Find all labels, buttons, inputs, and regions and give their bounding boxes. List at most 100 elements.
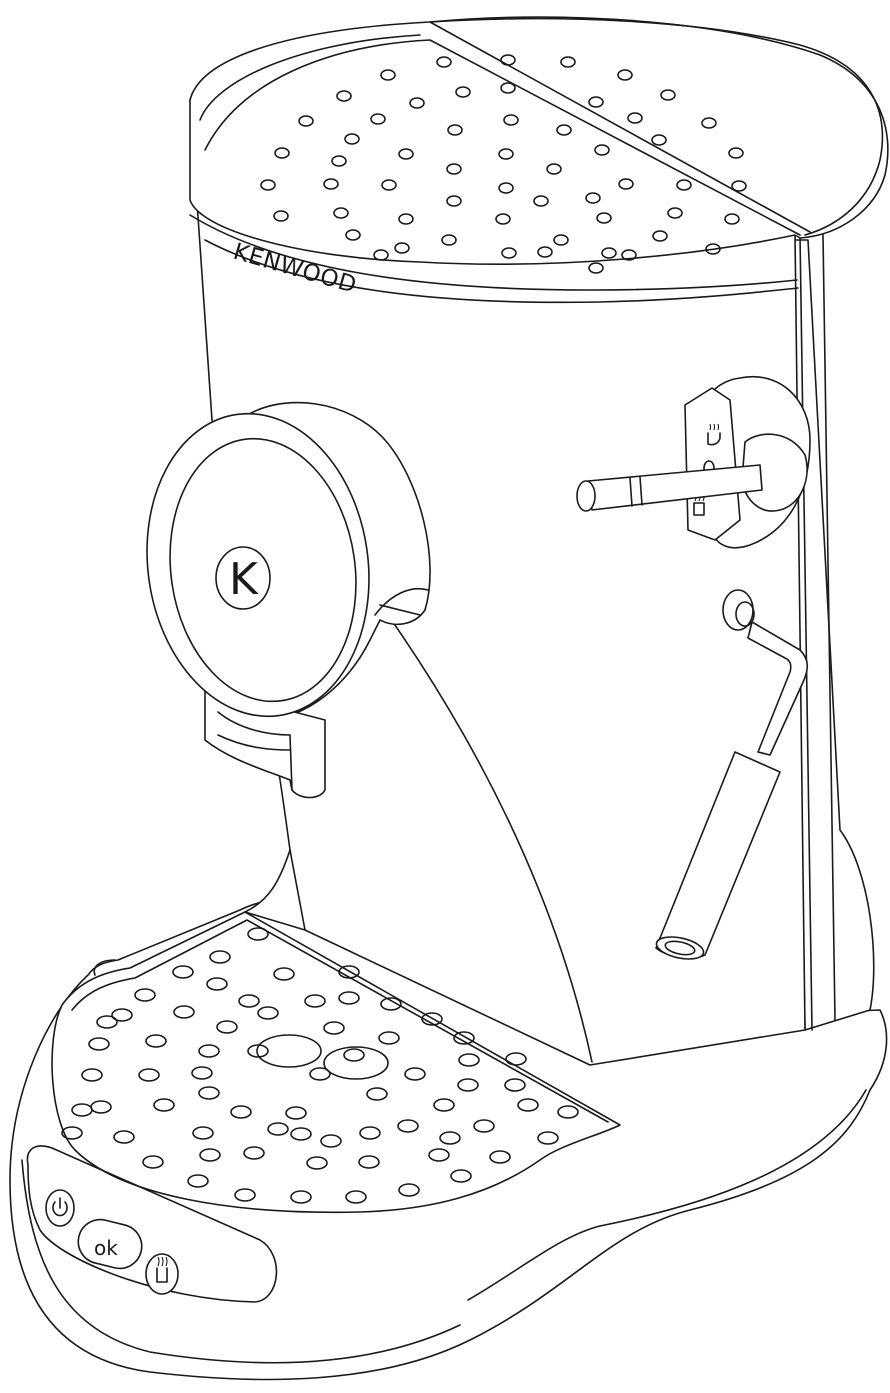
lid-hole <box>373 249 389 261</box>
lid-hole <box>455 86 471 98</box>
drip-tray-hole <box>206 977 228 991</box>
lid-hole <box>731 180 747 192</box>
steam-button[interactable] <box>145 1253 179 1295</box>
lid-hole <box>500 82 516 94</box>
drip-tray-hole <box>172 965 194 979</box>
lid-hole <box>336 90 352 102</box>
lid-hole <box>724 213 740 225</box>
lid-hole <box>728 147 744 159</box>
lid-hole <box>588 262 604 274</box>
drip-tray-hole <box>191 1066 213 1080</box>
brand-logo: K <box>215 546 271 610</box>
brew-head: K <box>146 401 431 799</box>
drip-tray-hole <box>398 1183 420 1197</box>
lid-hole <box>596 212 612 224</box>
ok-button-label: ok <box>94 1236 118 1260</box>
lid-hole <box>588 96 604 108</box>
lid-hole <box>560 56 576 68</box>
lid-hole <box>446 163 462 175</box>
top-lid <box>189 16 889 265</box>
drip-tray-hole <box>428 1148 450 1162</box>
lid-hole <box>501 247 517 259</box>
drip-tray-hole <box>230 1105 252 1119</box>
lid-hole <box>409 97 425 109</box>
drip-tray-hole <box>243 1146 265 1160</box>
lid-holes <box>260 54 747 274</box>
drip-tray-hole <box>111 1008 133 1022</box>
drip-tray-hole <box>192 1126 214 1140</box>
drip-tray-hole <box>234 1188 256 1202</box>
lid-hole <box>667 207 683 219</box>
lid-hole <box>553 234 569 246</box>
lid-hole <box>333 207 349 219</box>
drip-tray-hole <box>359 1126 381 1140</box>
drip-tray-hole <box>198 1044 220 1058</box>
drip-tray-hole <box>96 1015 118 1029</box>
steam-wand[interactable] <box>654 589 809 963</box>
drip-tray-hole <box>537 1131 559 1145</box>
lid-hole <box>441 234 457 246</box>
drip-tray-hole <box>113 1130 135 1144</box>
lid-hole <box>618 178 634 190</box>
drip-tray-hole <box>153 1098 175 1112</box>
drip-tray-hole <box>247 1044 269 1058</box>
drip-tray-hole <box>71 1103 93 1117</box>
drip-tray-hole <box>306 1156 328 1170</box>
drip-tray-hole <box>345 1190 367 1204</box>
lid-hole <box>370 113 386 125</box>
lid-hole <box>398 213 414 225</box>
drip-tray-hole <box>450 1169 472 1183</box>
lid-hole <box>537 246 553 258</box>
lid-hole <box>503 114 519 126</box>
lid-hole <box>601 247 617 259</box>
machine-base <box>9 891 888 1381</box>
drip-tray-hole <box>309 1067 331 1081</box>
lid-hole <box>298 115 314 127</box>
drip-tray-hole <box>134 988 156 1002</box>
lid-hole <box>627 112 643 124</box>
drip-tray-holes <box>61 927 579 1204</box>
lid-hole <box>323 178 339 190</box>
drip-tray-hole <box>421 1012 443 1026</box>
drip-tray-hole <box>453 1031 475 1045</box>
lid-hole <box>676 179 692 191</box>
lid-hole <box>585 192 601 204</box>
drip-tray-hole <box>238 994 260 1008</box>
drip-tray-drains <box>256 1034 389 1080</box>
drip-tray-hole <box>88 1037 110 1051</box>
power-icon <box>52 1197 68 1217</box>
drip-tray-hole <box>504 1078 526 1092</box>
lid-hole <box>498 182 514 194</box>
drip-tray-hole <box>216 1020 238 1034</box>
drip-tray-hole <box>285 1106 307 1120</box>
lid-hole <box>345 229 361 241</box>
drip-tray-hole <box>338 991 360 1005</box>
lid-hole <box>380 69 396 81</box>
ok-button[interactable]: ok <box>74 1215 147 1273</box>
drip-tray-hole <box>304 994 326 1008</box>
lid-hole <box>621 249 637 261</box>
lid-hole <box>446 195 462 207</box>
lid-hole <box>701 117 717 129</box>
drip-tray-hole <box>404 1067 426 1081</box>
drip-tray-hole <box>61 1126 83 1140</box>
drip-tray-hole <box>323 1021 345 1035</box>
lid-hole <box>500 54 516 66</box>
drip-tray-hole <box>517 1098 539 1112</box>
power-button[interactable] <box>45 1189 75 1227</box>
lid-hole <box>260 179 276 191</box>
drip-tray-hole <box>173 1005 195 1019</box>
steam-icon <box>156 1256 168 1283</box>
lid-hole <box>331 155 347 167</box>
lid-hole <box>394 242 410 254</box>
drip-tray-hole <box>81 1068 103 1082</box>
lid-hole <box>495 213 511 225</box>
drip-tray-hole <box>320 1134 342 1148</box>
drip-tray-hole <box>505 1052 527 1066</box>
drip-tray-hole <box>473 1119 495 1133</box>
drip-tray-hole <box>439 1131 461 1145</box>
selector-dial[interactable] <box>576 375 811 549</box>
drip-tray-hole <box>358 1155 380 1169</box>
lid-hole <box>381 179 397 191</box>
lid-hole <box>652 230 668 242</box>
